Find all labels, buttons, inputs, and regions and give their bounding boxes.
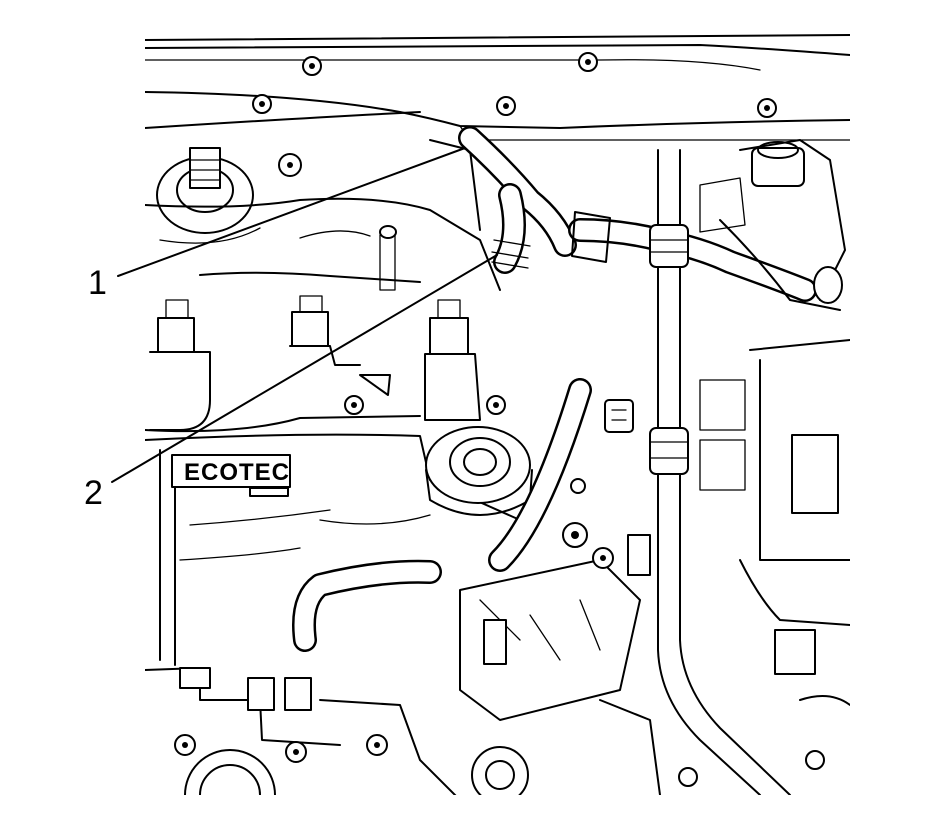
lower-engine xyxy=(145,667,825,795)
engine-cover-brand-text: ECOTEC xyxy=(184,459,290,486)
ignition-coils xyxy=(145,295,506,433)
wiring-harness xyxy=(292,378,641,721)
engine-cover xyxy=(145,433,521,666)
callout-label-1: 1 xyxy=(88,264,107,302)
cowl-fasteners xyxy=(252,52,777,118)
coolant-pipe xyxy=(649,149,791,795)
callout-leader-1 xyxy=(117,147,466,277)
strut-mount xyxy=(156,147,302,234)
oil-filler-cap xyxy=(425,426,533,516)
callout-label-2: 2 xyxy=(84,474,103,512)
cowl-panel xyxy=(145,34,850,141)
callout-leader-2 xyxy=(111,254,498,483)
breather-hose xyxy=(458,126,577,274)
sensor-connector xyxy=(570,399,651,576)
transmission-side xyxy=(699,339,850,706)
thermostat-housing xyxy=(699,139,846,311)
